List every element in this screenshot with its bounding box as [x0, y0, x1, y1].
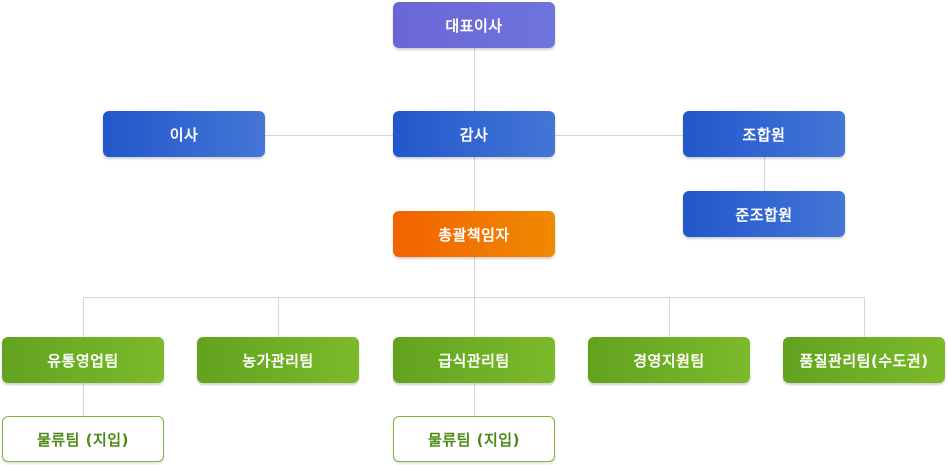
connector-member-associate — [764, 157, 765, 191]
node-logistics-team-1: 물류팀 (지입) — [2, 416, 164, 462]
connector-ceo-auditor — [474, 48, 475, 111]
node-team-meal-management: 급식관리팀 — [393, 337, 555, 383]
connector-team-5 — [864, 297, 865, 337]
node-director: 이사 — [103, 111, 265, 157]
node-team-quality-management: 품질관리팀(수도권) — [783, 337, 945, 383]
connector-team-1 — [83, 297, 84, 337]
node-team-management-support: 경영지원팀 — [588, 337, 750, 383]
connector-auditor-manager — [474, 157, 475, 211]
connector-team1-logistics — [83, 383, 84, 416]
connector-teams-bus — [83, 297, 865, 298]
node-ceo: 대표이사 — [393, 2, 555, 48]
node-member: 조합원 — [683, 111, 845, 157]
connector-team3-logistics — [474, 383, 475, 416]
node-logistics-team-3: 물류팀 (지입) — [393, 416, 555, 462]
connector-team-4 — [669, 297, 670, 337]
connector-team-2 — [278, 297, 279, 337]
node-team-distribution-sales: 유통영업팀 — [2, 337, 164, 383]
node-team-farm-management: 농가관리팀 — [197, 337, 359, 383]
node-general-manager: 총괄책임자 — [393, 211, 555, 257]
node-auditor: 감사 — [393, 111, 555, 157]
node-associate-member: 준조합원 — [683, 191, 845, 237]
